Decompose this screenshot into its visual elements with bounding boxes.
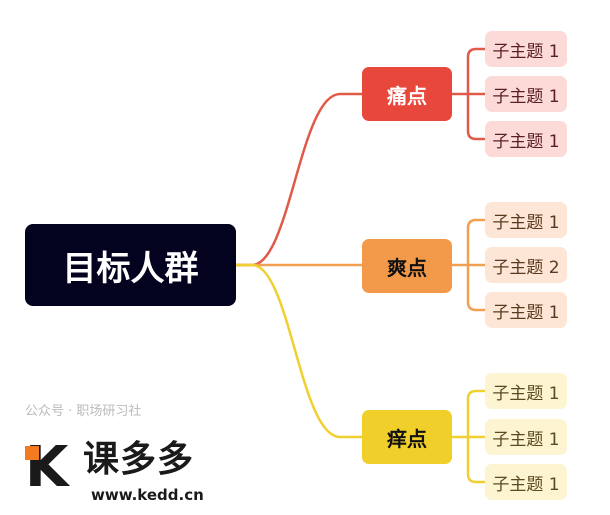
branch-itch-point[interactable]: 痒点 <box>362 410 452 464</box>
connector-pain-children <box>452 47 485 141</box>
subtopic-itch-2[interactable]: 子主题 1 <box>485 419 567 455</box>
subtopic-delight-1[interactable]: 子主题 1 <box>485 202 567 238</box>
branch-pain-point[interactable]: 痛点 <box>362 67 452 121</box>
logo-k-mark: K <box>25 435 69 500</box>
subtopic-pain-1[interactable]: 子主题 1 <box>485 31 567 67</box>
logo-text: 课多多 <box>83 439 195 480</box>
connector-itch-children <box>452 389 485 484</box>
connector-root-pain <box>236 92 362 267</box>
subtopic-itch-1[interactable]: 子主题 1 <box>485 373 567 409</box>
root-node[interactable]: 目标人群 <box>25 224 236 306</box>
branch-delight-point[interactable]: 爽点 <box>362 239 452 293</box>
subtopic-itch-3[interactable]: 子主题 1 <box>485 464 567 500</box>
connector-root-itch <box>236 263 362 439</box>
logo-url: www.kedd.cn <box>91 486 204 504</box>
subtopic-pain-2[interactable]: 子主题 1 <box>485 76 567 112</box>
subtopic-pain-3[interactable]: 子主题 1 <box>485 121 567 157</box>
subtopic-delight-2[interactable]: 子主题 2 <box>485 247 567 283</box>
connector-delight-children <box>452 218 485 312</box>
subtopic-delight-3[interactable]: 子主题 1 <box>485 292 567 328</box>
watermark-text: 公众号 · 职场研习社 <box>25 404 142 419</box>
kedd-logo: K 课多多 www.kedd.cn <box>25 440 225 510</box>
